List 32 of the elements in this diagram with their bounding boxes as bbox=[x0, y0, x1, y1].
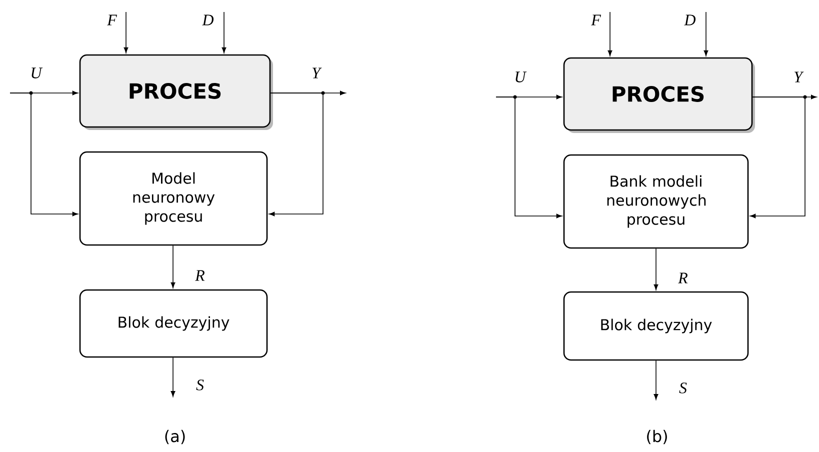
signal-label: U bbox=[32, 68, 43, 78]
signal-label: F bbox=[591, 14, 602, 26]
signal-label: Y bbox=[794, 72, 804, 82]
arrow bbox=[654, 248, 658, 290]
arrow bbox=[124, 12, 128, 54]
panel-caption: (b) bbox=[647, 430, 667, 444]
arrow bbox=[222, 12, 226, 54]
arrow bbox=[608, 12, 612, 56]
panel-caption: (a) bbox=[165, 430, 185, 444]
decision-box: Blok decyzyjny bbox=[563, 291, 749, 361]
signal-label: S bbox=[679, 382, 687, 394]
signal-label: Y bbox=[312, 68, 322, 78]
signal-label: U bbox=[516, 72, 527, 82]
arrow bbox=[654, 360, 658, 400]
signal-label: R bbox=[195, 270, 205, 281]
signal-label: D bbox=[684, 14, 696, 26]
decision-box: Blok decyzyjny bbox=[79, 289, 268, 358]
model-box: Bank modeli neuronowych procesu bbox=[563, 154, 749, 249]
signal-label: F bbox=[107, 14, 118, 26]
process-box: PROCES bbox=[79, 54, 273, 130]
arrow bbox=[268, 92, 324, 216]
signal-label: R bbox=[678, 272, 688, 284]
process-box: PROCES bbox=[563, 57, 755, 133]
arrow bbox=[170, 245, 176, 288]
model-box: Model neuronowy procesu bbox=[79, 151, 268, 246]
signal-label: D bbox=[202, 14, 214, 26]
arrow bbox=[704, 12, 708, 56]
arrow bbox=[170, 357, 176, 397]
arrow bbox=[496, 96, 562, 218]
signal-label: S bbox=[196, 380, 204, 390]
arrow bbox=[10, 92, 78, 216]
arrow bbox=[750, 96, 806, 218]
